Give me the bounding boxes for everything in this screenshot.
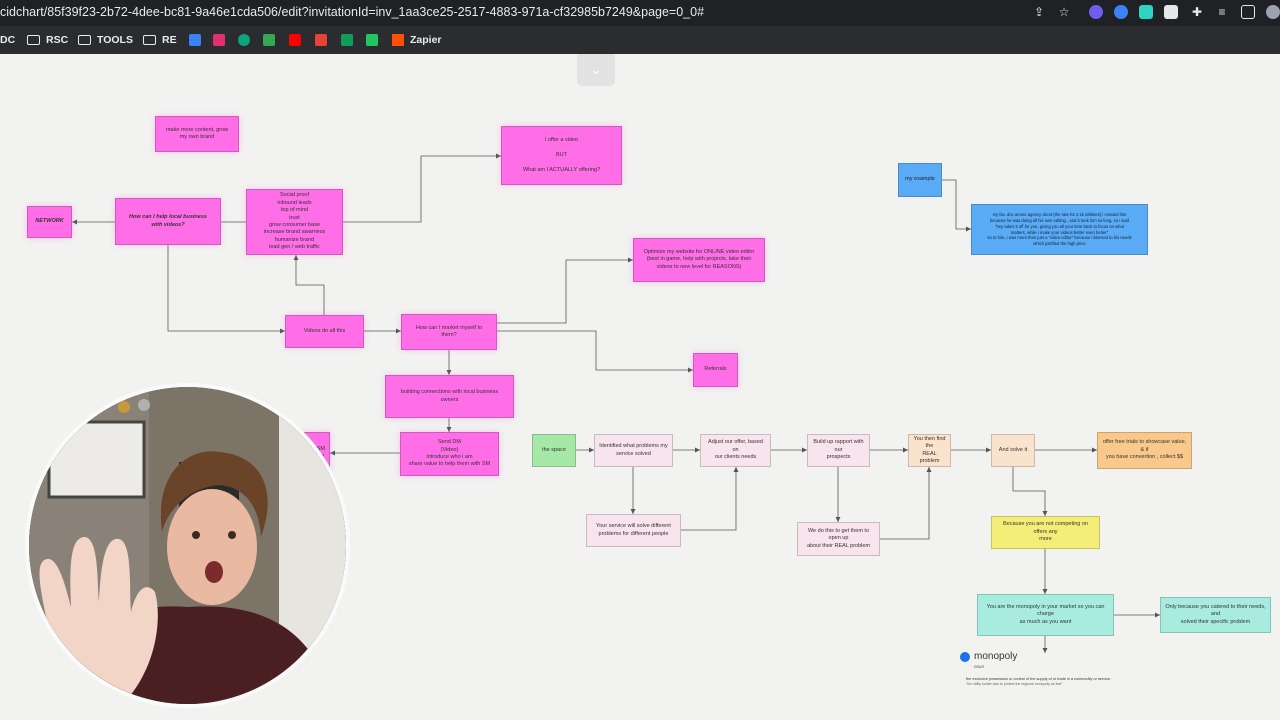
- node-only-because[interactable]: Only because you catered to their needs,…: [1160, 597, 1271, 633]
- node-adjust[interactable]: Adjust our offer, based on our clients n…: [700, 434, 771, 467]
- definition-image[interactable]: monopoly noun the exclusive possession o…: [960, 651, 1150, 701]
- node-build-rapport[interactable]: Build up rapport with our prospects: [807, 434, 870, 467]
- connector: [1012, 467, 1046, 516]
- bookmark-dc[interactable]: DC: [0, 34, 16, 46]
- webcam-video: [29, 387, 346, 704]
- connector: [942, 179, 971, 230]
- node-monopoly[interactable]: You are the monopoly in your market so y…: [977, 594, 1114, 636]
- connector: [497, 259, 633, 324]
- extension-icon[interactable]: [1164, 5, 1178, 19]
- connector: [167, 245, 285, 332]
- zapier-icon: [392, 34, 404, 46]
- calendar-icon[interactable]: [189, 34, 201, 46]
- node-your-service[interactable]: Your service will solve different proble…: [586, 514, 681, 547]
- node-social-proof[interactable]: Social proof inbound leads top of mind t…: [246, 189, 343, 255]
- node-more-content[interactable]: make more content, grow my own brand: [155, 116, 239, 152]
- speaker-icon: [960, 651, 970, 662]
- share-icon[interactable]: ⇪: [1033, 5, 1045, 19]
- connector: [497, 330, 693, 371]
- node-because[interactable]: Because you are not competing on offers …: [991, 516, 1100, 549]
- node-send-dm[interactable]: Send DM (Video) introduce who i am share…: [400, 432, 499, 476]
- node-and-solve[interactable]: And solve it: [991, 434, 1035, 467]
- app-icon[interactable]: [366, 34, 378, 46]
- google-drive-icon[interactable]: [263, 34, 275, 46]
- node-videos-do[interactable]: Videos do all this: [285, 315, 364, 348]
- youtube-icon[interactable]: [289, 34, 301, 46]
- bookmark-tools[interactable]: TOOLS: [78, 34, 133, 46]
- bookmark-zapier[interactable]: Zapier: [392, 34, 442, 46]
- connector: [295, 255, 325, 315]
- bookmark-star-icon[interactable]: ☆: [1058, 5, 1070, 19]
- node-network[interactable]: NETWORK: [27, 206, 72, 238]
- node-how-market[interactable]: How can I market myself to them?: [401, 314, 497, 350]
- browser-toolbar: cidchart/85f39f23-2b72-4dee-bc81-9a46e1c…: [0, 0, 1280, 26]
- bookmark-rsc[interactable]: RSC: [27, 34, 68, 46]
- folder-icon: [143, 35, 156, 45]
- extension-icon[interactable]: [1114, 5, 1128, 19]
- instagram-icon[interactable]: [213, 34, 225, 46]
- chevron-down-icon: ⌄: [590, 61, 602, 77]
- node-identified[interactable]: Identified what problems my service solv…: [594, 434, 673, 467]
- folder-icon: [27, 35, 40, 45]
- folder-icon: [78, 35, 91, 45]
- connector: [880, 467, 930, 540]
- node-you-find[interactable]: You then find the REAL problem: [908, 434, 951, 467]
- definition-example: "the utility holder was to protect the r…: [966, 682, 1063, 686]
- avatar[interactable]: [1266, 5, 1280, 19]
- definition-meaning: the exclusive possession or control of t…: [966, 677, 1111, 681]
- node-my-example[interactable]: my example: [898, 163, 942, 197]
- definition-pos: noun: [974, 664, 985, 669]
- address-bar[interactable]: cidchart/85f39f23-2b72-4dee-bc81-9a46e1c…: [0, 5, 705, 19]
- node-offer-free[interactable]: offer free trials to showcase value, & i…: [1097, 432, 1192, 469]
- connector: [681, 467, 737, 531]
- webcam-overlay: [25, 383, 350, 708]
- bookmark-re[interactable]: RE: [143, 34, 177, 46]
- gmail-icon[interactable]: [315, 34, 327, 46]
- collapse-toolbar-button[interactable]: ⌄: [577, 54, 615, 86]
- node-offer-video[interactable]: I offer a video BUT What am I ACTUALLY o…: [501, 126, 622, 185]
- node-how-help[interactable]: How can I help local business with video…: [115, 198, 221, 245]
- node-the-space[interactable]: the space: [532, 434, 576, 467]
- node-example-text[interactable]: my fav. doc ammo agency client (the rate…: [971, 204, 1148, 255]
- node-building[interactable]: building connections with local business…: [385, 375, 514, 418]
- node-optimize[interactable]: Optimize my website for ONLINE video edi…: [633, 238, 765, 282]
- definition-word: monopoly: [974, 651, 1018, 662]
- node-referrals[interactable]: Referrals: [693, 353, 738, 387]
- sidebar-icon[interactable]: [1241, 5, 1255, 19]
- reading-list-icon[interactable]: ≡: [1218, 5, 1226, 19]
- connector: [343, 155, 501, 223]
- node-we-do-this[interactable]: We do this to get them to open up about …: [797, 522, 880, 556]
- puzzle-icon[interactable]: ✚: [1191, 5, 1203, 19]
- extension-icon[interactable]: [1139, 5, 1153, 19]
- sheets-icon[interactable]: [341, 34, 353, 46]
- extension-icon[interactable]: [1089, 5, 1103, 19]
- chatgpt-icon[interactable]: [238, 34, 250, 46]
